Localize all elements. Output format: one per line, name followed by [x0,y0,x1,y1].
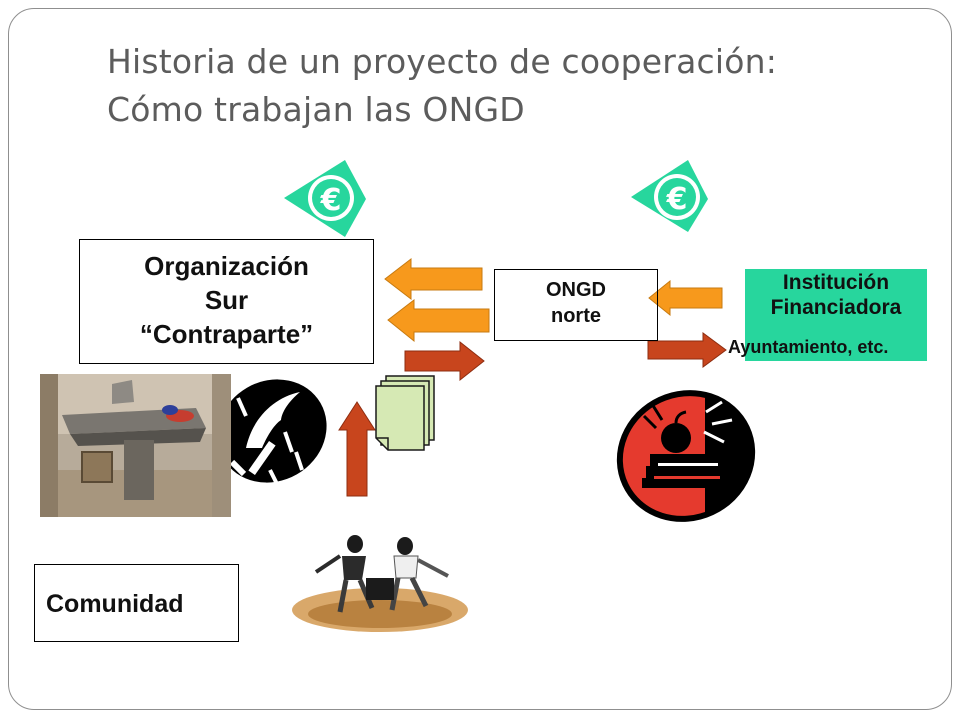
institucion-financiadora-box: Institución Financiadora [745,269,927,361]
tools-icon [217,379,327,487]
slide-frame [8,8,952,710]
title-line-1: Historia de un proyecto de cooperación: [107,42,778,81]
euro-badge-icon: € [284,160,366,237]
ongd-line-1: ONGD [546,279,606,301]
org-line-3: “Contraparte” [139,319,314,349]
title-line-2: Cómo trabajan las ONGD [107,90,525,129]
inst-line-1: Institución [782,271,890,294]
comunidad-box: Comunidad [34,564,239,642]
arrow-ongd-to-org-2 [387,298,490,343]
arrow-inst-to-ongd [648,279,723,317]
comunidad-label: Comunidad [46,590,184,618]
ongd-norte-box: ONGD norte [494,269,658,341]
org-line-2: Sur [204,285,249,315]
books-apple-icon [616,380,773,530]
slide-title: Historia de un proyecto de cooperación: … [107,38,907,134]
inst-line-2: Financiadora [770,296,902,319]
euro-symbol-right: € [666,182,688,217]
org-line-1: Organización [144,251,309,281]
organizacion-sur-box: Organización Sur “Contraparte” [79,239,374,364]
arrow-org-to-ongd [404,340,485,382]
arrow-community-up [338,401,376,497]
documents-icon [375,375,435,451]
inst-line-3: Ayuntamiento, etc. [728,337,889,357]
euro-badge-icon: € [631,160,708,232]
community-photo [40,374,231,517]
euro-symbol-left: € [320,183,342,218]
arrow-ongd-to-org-1 [384,257,483,301]
arrow-ongd-to-inst [647,332,727,368]
ongd-line-2: norte [551,305,601,327]
people-photo [292,535,468,632]
